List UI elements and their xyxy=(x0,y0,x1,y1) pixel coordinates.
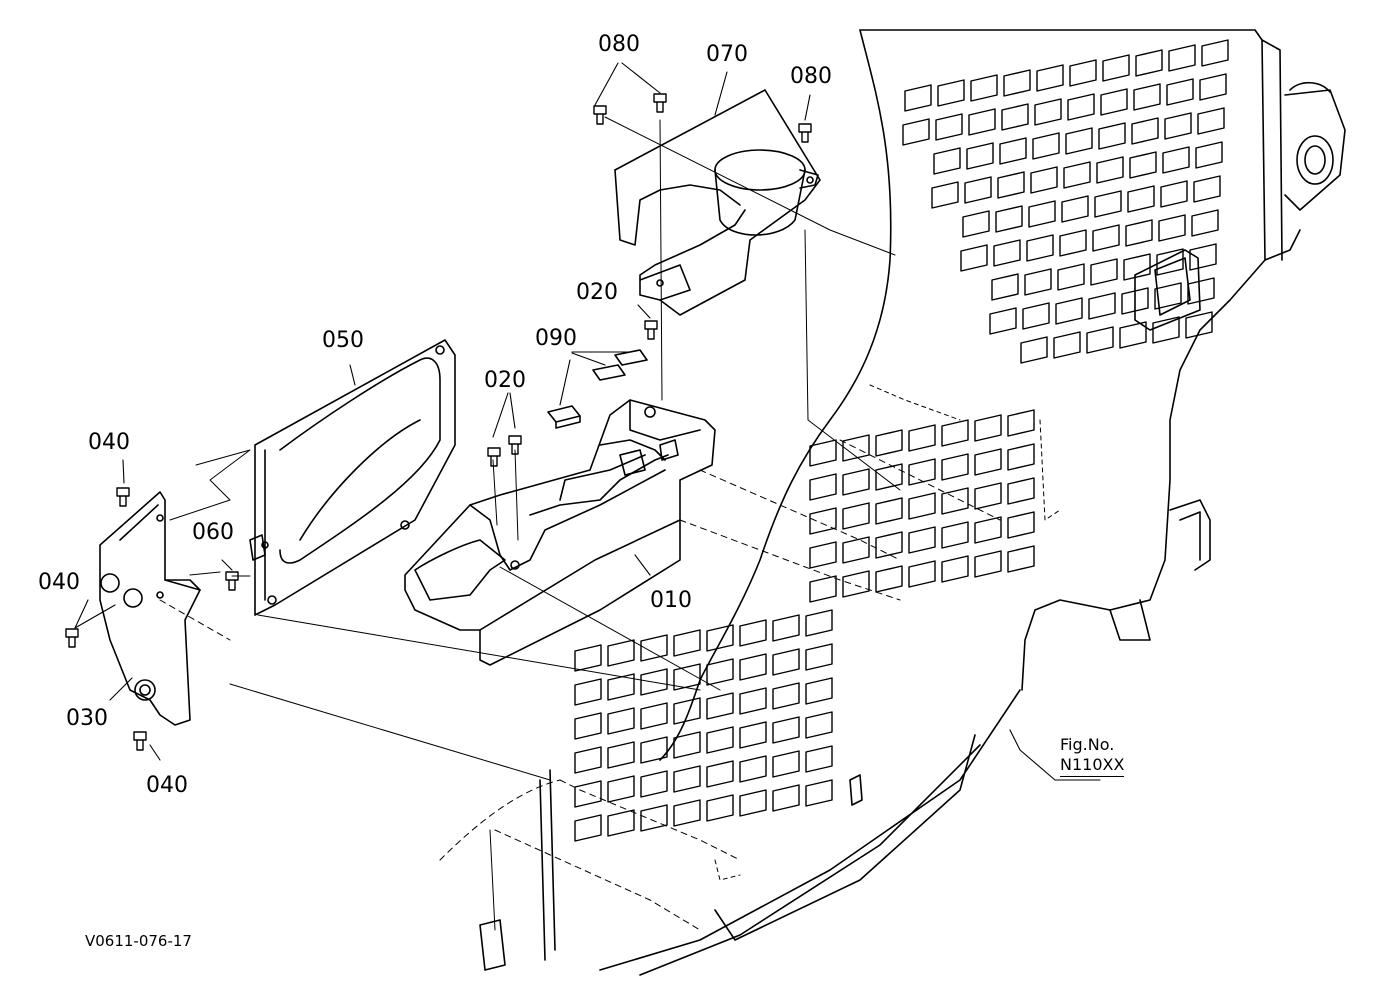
callout-010: 010 xyxy=(650,588,692,613)
fig-number-label: Fig.No. N110XX xyxy=(1060,735,1125,777)
part-070-cupholder-cover xyxy=(614,89,821,316)
drawing-code: V0611-076-17 xyxy=(85,932,192,950)
callout-020-lower: 020 xyxy=(484,368,526,393)
part-050-side-plate xyxy=(249,339,456,616)
callout-090: 090 xyxy=(535,326,577,351)
fig-number-caption: Fig.No. xyxy=(1060,735,1115,754)
callout-030: 030 xyxy=(66,706,108,731)
callout-050: 050 xyxy=(322,328,364,353)
part-010-console xyxy=(404,399,716,666)
callout-040-upper: 040 xyxy=(88,430,130,455)
callout-060: 060 xyxy=(192,520,234,545)
callout-070: 070 xyxy=(706,42,748,67)
callout-020-upper: 020 xyxy=(576,280,618,305)
bolt-fasteners xyxy=(65,93,812,751)
rear-grille-panels xyxy=(574,39,1229,842)
callout-080-top-right: 080 xyxy=(790,64,832,89)
part-030-side-cover xyxy=(99,491,201,726)
assembly-reference-lines xyxy=(159,116,1061,931)
callout-040-lower: 040 xyxy=(146,773,188,798)
callout-leaders xyxy=(74,62,1101,781)
cabin-wall xyxy=(479,29,1346,976)
part-090-pads xyxy=(547,349,648,429)
callout-080-top-left: 080 xyxy=(598,32,640,57)
fig-number-value: N110XX xyxy=(1060,755,1125,777)
callout-040-middle: 040 xyxy=(38,570,80,595)
